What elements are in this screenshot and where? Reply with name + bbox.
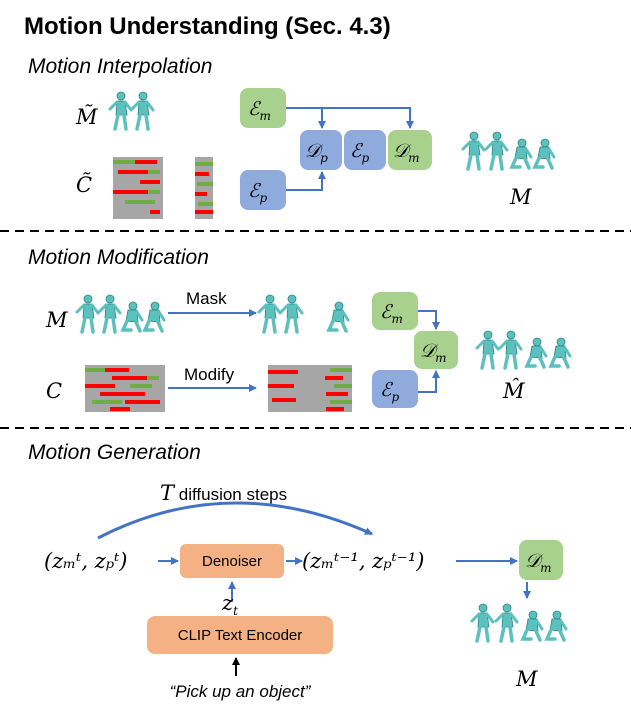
motion-decoder-label-2: 𝒟m: [420, 340, 447, 365]
motion-decoder-box-2: [414, 331, 458, 369]
pose-encoder-label-3: ℰp: [380, 379, 400, 404]
output-motion-label-3: M: [515, 667, 538, 691]
section-title-modification: Motion Modification: [28, 246, 209, 269]
pose-encoder-label-2: ℰp: [350, 140, 370, 165]
interpolation-arrows: [286, 107, 414, 191]
text-latent-label: zt: [221, 591, 238, 618]
motion-figures-full-2: [75, 293, 166, 334]
motion-encoder-box-1: [240, 88, 286, 128]
input-motion-tilde-label: M̃: [75, 105, 98, 129]
motion-encoder-box-2: [372, 292, 418, 330]
contact-map-masked: [113, 157, 213, 219]
contact-map-original: [85, 365, 165, 412]
input-motion-label-2: M: [45, 308, 68, 332]
diffusion-steps-label: T diffusion steps: [160, 481, 287, 505]
latent-output-label: (zₘᵗ⁻¹, zₚᵗ⁻¹): [302, 549, 425, 573]
pose-decoder-label-1: 𝒟p: [305, 140, 328, 165]
contact-map-modified: [268, 365, 352, 412]
denoiser-label: Denoiser: [202, 553, 262, 570]
motion-decoder-box-1: [388, 130, 432, 170]
latent-input-label: (zₘᵗ, zₚᵗ): [44, 549, 128, 573]
pose-encoder-label-1: ℰp: [248, 180, 268, 205]
clip-encoder-label: CLIP Text Encoder: [178, 627, 303, 644]
section-title-interpolation: Motion Interpolation: [28, 55, 212, 78]
denoiser-box: [180, 544, 284, 578]
page-title: Motion Understanding (Sec. 4.3): [24, 13, 391, 40]
motion-figures-masked: [257, 293, 350, 334]
motion-encoder-label-2: ℰm: [380, 301, 403, 326]
input-contact-tilde-label: C̃: [76, 173, 92, 197]
mask-label: Mask: [186, 289, 227, 308]
pose-decoder-box-1: [300, 130, 342, 170]
section-title-generation: Motion Generation: [28, 441, 201, 464]
motion-figures-sparse: [108, 90, 155, 131]
pose-encoder-box-3: [372, 370, 418, 408]
motion-decoder-label-1: 𝒟m: [393, 140, 420, 165]
modify-label: Modify: [184, 365, 235, 384]
output-motion-hat-label: M̂: [502, 379, 525, 403]
modification-arrows: [418, 310, 440, 393]
pose-encoder-box-2: [344, 130, 386, 170]
motion-figures-output-3: [470, 602, 568, 643]
motion-encoder-label-1: ℰm: [248, 98, 271, 123]
input-contact-label-2: C: [46, 379, 62, 403]
motion-decoder-label-3: 𝒟m: [525, 550, 552, 575]
text-prompt: “Pick up an object”: [170, 682, 312, 701]
diffusion-loop-arrow: [97, 501, 373, 540]
motion-figures-full-1: [461, 130, 556, 171]
clip-encoder-box: [147, 616, 333, 654]
pose-encoder-box-1: [240, 170, 286, 210]
motion-figures-output-2: [475, 329, 572, 370]
output-motion-label-1: M: [509, 185, 532, 209]
motion-decoder-box-3: [519, 540, 563, 580]
